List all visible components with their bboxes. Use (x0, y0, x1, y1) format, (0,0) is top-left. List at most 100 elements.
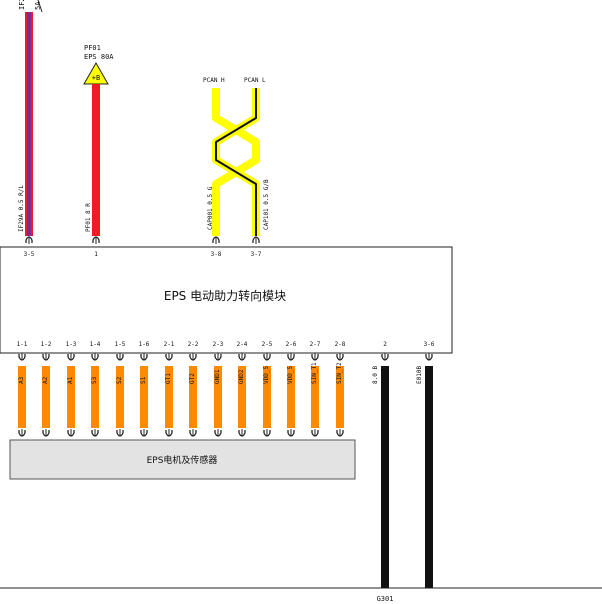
bottom-pin-upper (116, 353, 124, 361)
wire-pf01-label: PF01 8 R (85, 203, 92, 232)
fuse-pf01-id: PF01 (84, 44, 101, 52)
ground-pin-upper (425, 353, 433, 361)
orange-wire-body (336, 366, 344, 428)
orange-wire-body (116, 366, 124, 428)
ground-pin-number: 2 (383, 341, 387, 348)
bottom-pin-lower (311, 429, 319, 437)
top-pin-3 (212, 236, 220, 244)
top-pin-4 (252, 236, 260, 244)
bottom-pin-upper (18, 353, 26, 361)
ground-pin-upper (381, 353, 389, 361)
orange-wire-body (287, 366, 295, 428)
orange-wire-body (165, 366, 173, 428)
bottom-pin-number: 1-3 (66, 341, 77, 348)
bottom-pin-lower (214, 429, 222, 437)
bottom-pin-number: 2-2 (188, 341, 199, 348)
bottom-pin-lower (238, 429, 246, 437)
orange-wire: 1-3A1 (66, 341, 77, 437)
bottom-pin-lower (67, 429, 75, 437)
top-pin-label-1: 3-5 (24, 251, 35, 258)
black-wire-body (425, 366, 433, 588)
bottom-wire-label: GT2 (189, 373, 196, 384)
bottom-wire-label: A2 (42, 376, 49, 384)
orange-wire-body (238, 366, 246, 428)
bottom-pin-lower (91, 429, 99, 437)
bottom-wire-label: A1 (67, 376, 74, 384)
fuse-pf01-name: EPS 80A (84, 53, 114, 61)
can-high-wire: CAP001 0.5 G (207, 186, 214, 230)
ground-wire: 28.0 B (372, 341, 389, 588)
eps-module-title: EPS 电动助力转向模块 (164, 288, 286, 303)
can-twisted-pair: PCAN H PCAN L CAP001 0.5 G CAP101 0.5 G/… (203, 77, 270, 236)
bottom-pin-upper (336, 353, 344, 361)
bottom-pin-number: 2-4 (237, 341, 248, 348)
bottom-wire-label: VDD_5 (287, 366, 294, 384)
bottom-pin-lower (140, 429, 148, 437)
sensor-box (9, 439, 356, 480)
wire-if29-label: IF29A 0.5 R/L (18, 185, 25, 232)
orange-wire-body (214, 366, 222, 428)
bottom-wire-label: SIN_T2 (336, 362, 343, 384)
orange-wire-body (311, 366, 319, 428)
orange-wire: 1-1A3 (17, 341, 28, 437)
bottom-pin-lower (263, 429, 271, 437)
bottom-pin-upper (263, 353, 271, 361)
ground-wire-label: E010B (416, 366, 423, 384)
bottom-pin-number: 1-5 (115, 341, 126, 348)
bottom-pin-number: 1-1 (17, 341, 28, 348)
bottom-pin-number: 2-7 (310, 341, 321, 348)
bottom-pin-upper (238, 353, 246, 361)
bottom-pin-upper (67, 353, 75, 361)
orange-wire-body (140, 366, 148, 428)
top-pin-1 (25, 236, 33, 244)
ground-label: G301 (377, 595, 394, 603)
bottom-pin-number: 2-1 (164, 341, 175, 348)
bottom-pin-number: 1-2 (41, 341, 52, 348)
bottom-wire-label: GT1 (165, 373, 172, 384)
bottom-pin-number: 1-4 (90, 341, 101, 348)
orange-wire: 1-5S2 (115, 341, 126, 437)
ground-pin-number: 3-6 (424, 341, 435, 348)
can-low-label: PCAN L (244, 77, 266, 84)
orange-wire-body (18, 366, 26, 428)
black-wire-body (381, 366, 389, 588)
bottom-pin-number: 2-5 (262, 341, 273, 348)
bottom-wire-label: SIN_T1 (311, 362, 318, 384)
orange-wire: 1-6S1 (139, 341, 150, 437)
bottom-wire-label: S3 (91, 376, 98, 384)
orange-wire-body (91, 366, 99, 428)
bottom-pin-lower (189, 429, 197, 437)
bottom-pin-upper (287, 353, 295, 361)
wire-if29: IF29 5A IF29A 0.5 R/L (18, 0, 43, 236)
top-pin-label-4: 3-7 (251, 251, 262, 258)
battery-plus-label: +B (92, 74, 100, 82)
bottom-pin-number: 2-3 (213, 341, 224, 348)
orange-wire-body (263, 366, 271, 428)
orange-wire-body (67, 366, 75, 428)
bottom-pin-upper (189, 353, 197, 361)
can-high-label: PCAN H (203, 77, 225, 84)
top-pin-label-2: 1 (94, 251, 98, 258)
bottom-pin-number: 2-8 (335, 341, 346, 348)
bottom-wire-label: S2 (116, 376, 123, 384)
bottom-wire-label: A3 (18, 376, 25, 384)
bottom-pin-lower (165, 429, 173, 437)
fuse-if29-amp: 5A (34, 1, 42, 10)
bottom-wire-label: GND1 (214, 369, 221, 384)
bottom-pin-upper (311, 353, 319, 361)
bottom-pin-number: 2-6 (286, 341, 297, 348)
bottom-wire-label: S1 (140, 376, 147, 384)
fuse-if29-code: IF29 (18, 0, 26, 10)
bottom-pin-lower (116, 429, 124, 437)
